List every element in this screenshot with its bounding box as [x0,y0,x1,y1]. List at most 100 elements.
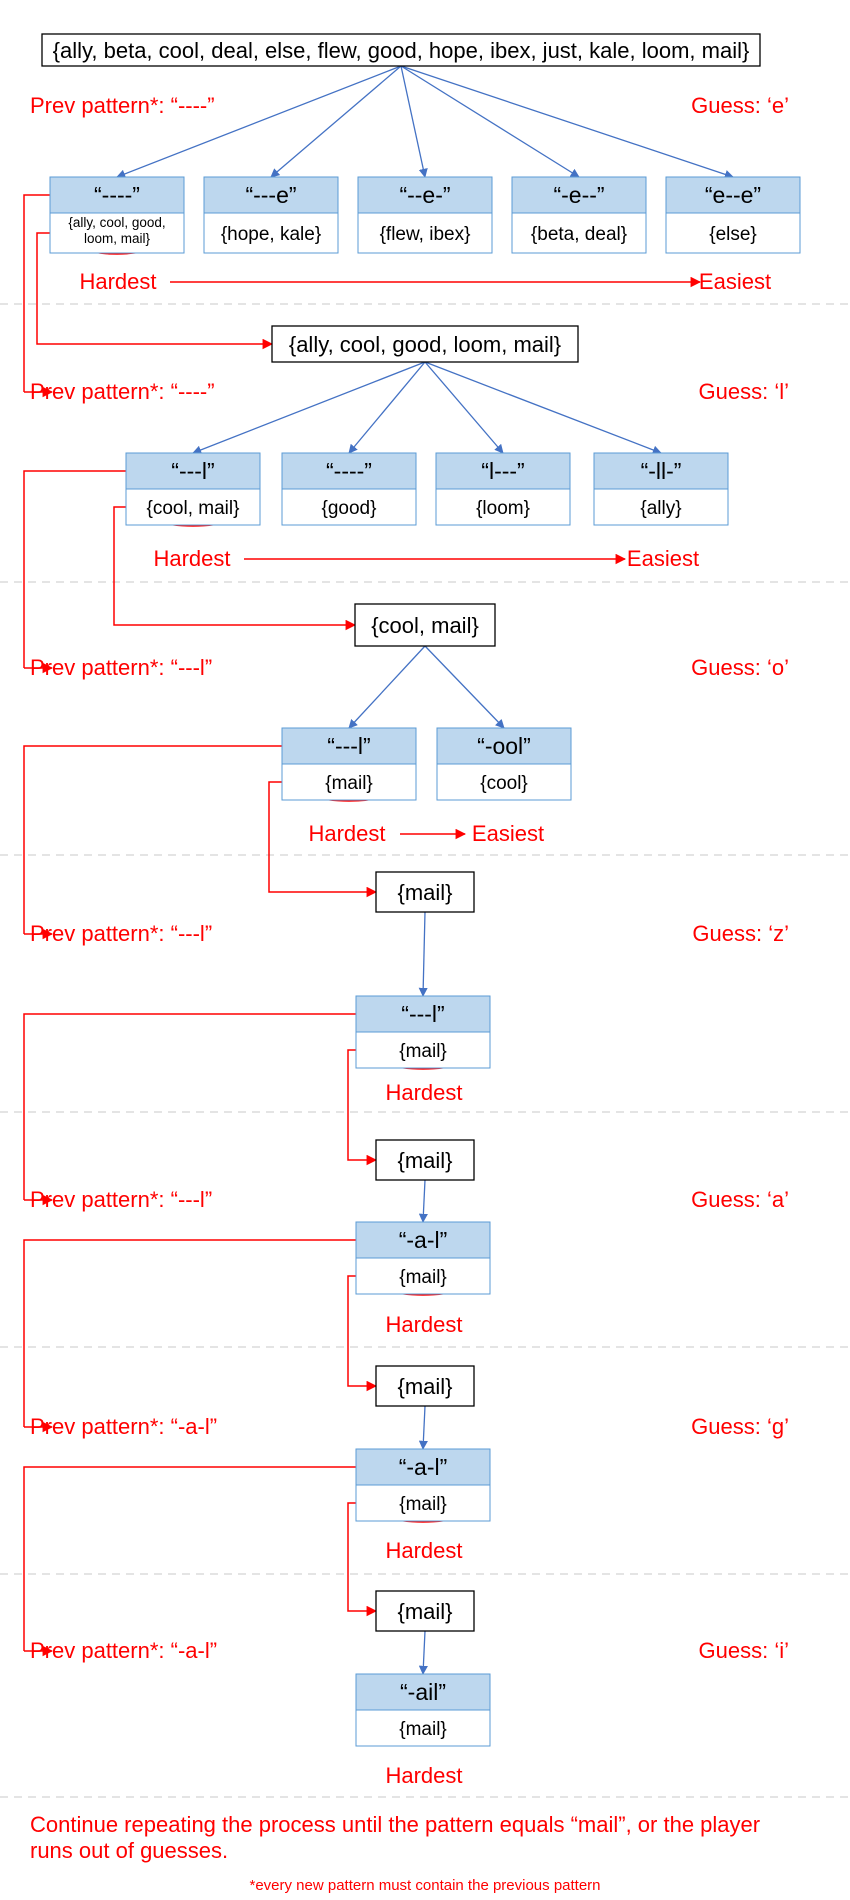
guess-label: Guess: ‘o’ [691,655,789,680]
hardest-label: Hardest [308,821,385,846]
tree-edge [192,361,426,455]
word-set-box [375,1365,475,1407]
conclusion: Continue repeating the process until the… [30,1812,760,1894]
family-words-cell [281,488,417,526]
family-words-cell [355,1031,491,1069]
word-set-box [375,1139,475,1181]
family-pattern-cell [435,452,571,490]
prev-pattern-label: Prev pattern*: “---l” [30,921,212,946]
word-set-box [271,325,579,363]
family-words: {mail} [399,1267,447,1288]
pattern-carry-connector [23,194,55,392]
family-words-cell [125,488,261,526]
family-words-cell [435,488,571,526]
family-pattern-cell [357,176,493,214]
guess-label: Guess: ‘g’ [691,1414,789,1439]
family-pattern-cell [281,727,417,765]
hardest-label: Hardest [385,1763,462,1788]
tree-edge [400,65,580,178]
family-pattern-cell [355,1221,491,1259]
word-set-box [375,871,475,913]
family-words-cell [203,212,339,254]
family-words: {ally, cool, good, [68,215,165,230]
family-words-cell [281,763,417,801]
word-set-text: {mail} [397,880,452,905]
pattern-carry-connector [23,1013,361,1200]
family-pattern: “----” [326,458,372,484]
guess-label: Guess: ‘l’ [699,379,789,404]
word-set-text: {mail} [397,1148,452,1173]
family-words: {else} [709,224,757,245]
family-words: {cool, mail} [147,498,240,519]
word-set-box [354,603,496,647]
guess-label: Guess: ‘e’ [691,93,789,118]
prev-pattern-label: Prev pattern*: “----” [30,93,215,118]
family-pattern: “l---” [481,458,524,484]
tree-edge [418,1179,428,1223]
prev-pattern-label: Prev pattern*: “-a-l” [30,1414,217,1439]
family-words-cell [355,1709,491,1747]
guess-label: Guess: ‘i’ [699,1638,789,1663]
prev-pattern-label: Prev pattern*: “----” [30,379,215,404]
family-words: {ally} [640,498,681,519]
easiest-label: Easiest [472,821,544,846]
prev-pattern-label: Prev pattern*: “---l” [30,1187,212,1212]
family-words-cell [665,212,801,254]
easiest-label: Easiest [627,546,699,571]
tree-edge [418,1405,428,1450]
tree-edge [418,1630,428,1675]
tree-edge [424,361,662,455]
family-words: loom, mail} [84,231,151,246]
family-words-cell [511,212,647,254]
stage-separators [0,303,850,1798]
hardest-label: Hardest [385,1538,462,1563]
family-pattern: “-ll-” [641,458,682,484]
hardest-label: Hardest [153,546,230,571]
tree-edge [348,361,426,454]
tree-edge [418,911,428,997]
word-set-text: {ally, beta, cool, deal, else, flew, goo… [53,38,750,63]
pattern-carry-connector [23,1239,361,1427]
family-words: {hope, kale} [221,224,321,245]
family-words: {good} [322,498,377,519]
family-words: {mail} [399,1719,447,1740]
conclusion-text: Continue repeating the process until the… [30,1812,760,1837]
pattern-carry-connector [23,745,287,934]
family-pattern: “----” [94,182,140,208]
family-pattern: “--e-” [399,182,450,208]
family-pattern-cell [355,995,491,1033]
nodes: {ally, beta, cool, deal, else, flew, goo… [41,33,801,1747]
guess-label: Guess: ‘a’ [691,1187,789,1212]
family-words-cell [593,488,729,526]
family-words: {beta, deal} [531,224,627,245]
pattern-carry-connector [23,470,131,668]
tree-edge [400,65,428,178]
footnote-text: *every new pattern must contain the prev… [249,1877,600,1894]
tree-edge [424,645,505,729]
family-pattern: “-e--” [553,182,604,208]
family-words-cell [357,212,493,254]
family-pattern: “---l” [171,458,214,484]
pattern-carry-connector [23,1466,361,1651]
tree-edges [116,65,734,1675]
family-words: {loom} [476,498,530,519]
family-words: {mail} [325,773,373,794]
tree-edge [424,361,504,454]
word-set-text: {mail} [397,1374,452,1399]
family-words: {mail} [399,1494,447,1515]
family-pattern-cell [436,727,572,765]
family-pattern: “e--e” [705,182,761,208]
word-set-box [41,33,761,67]
family-pattern: “-ail” [400,1679,446,1705]
family-pattern-cell [355,1448,491,1486]
family-pattern: “-ool” [477,733,531,759]
word-set-text: {ally, cool, good, loom, mail} [289,332,561,357]
family-pattern-cell [203,176,339,214]
word-set-box [375,1590,475,1632]
words-carry-connector [36,232,274,350]
tree-edge [348,645,426,729]
family-pattern-cell [511,176,647,214]
prev-pattern-label: Prev pattern*: “-a-l” [30,1638,217,1663]
hardest-label: Hardest [385,1312,462,1337]
